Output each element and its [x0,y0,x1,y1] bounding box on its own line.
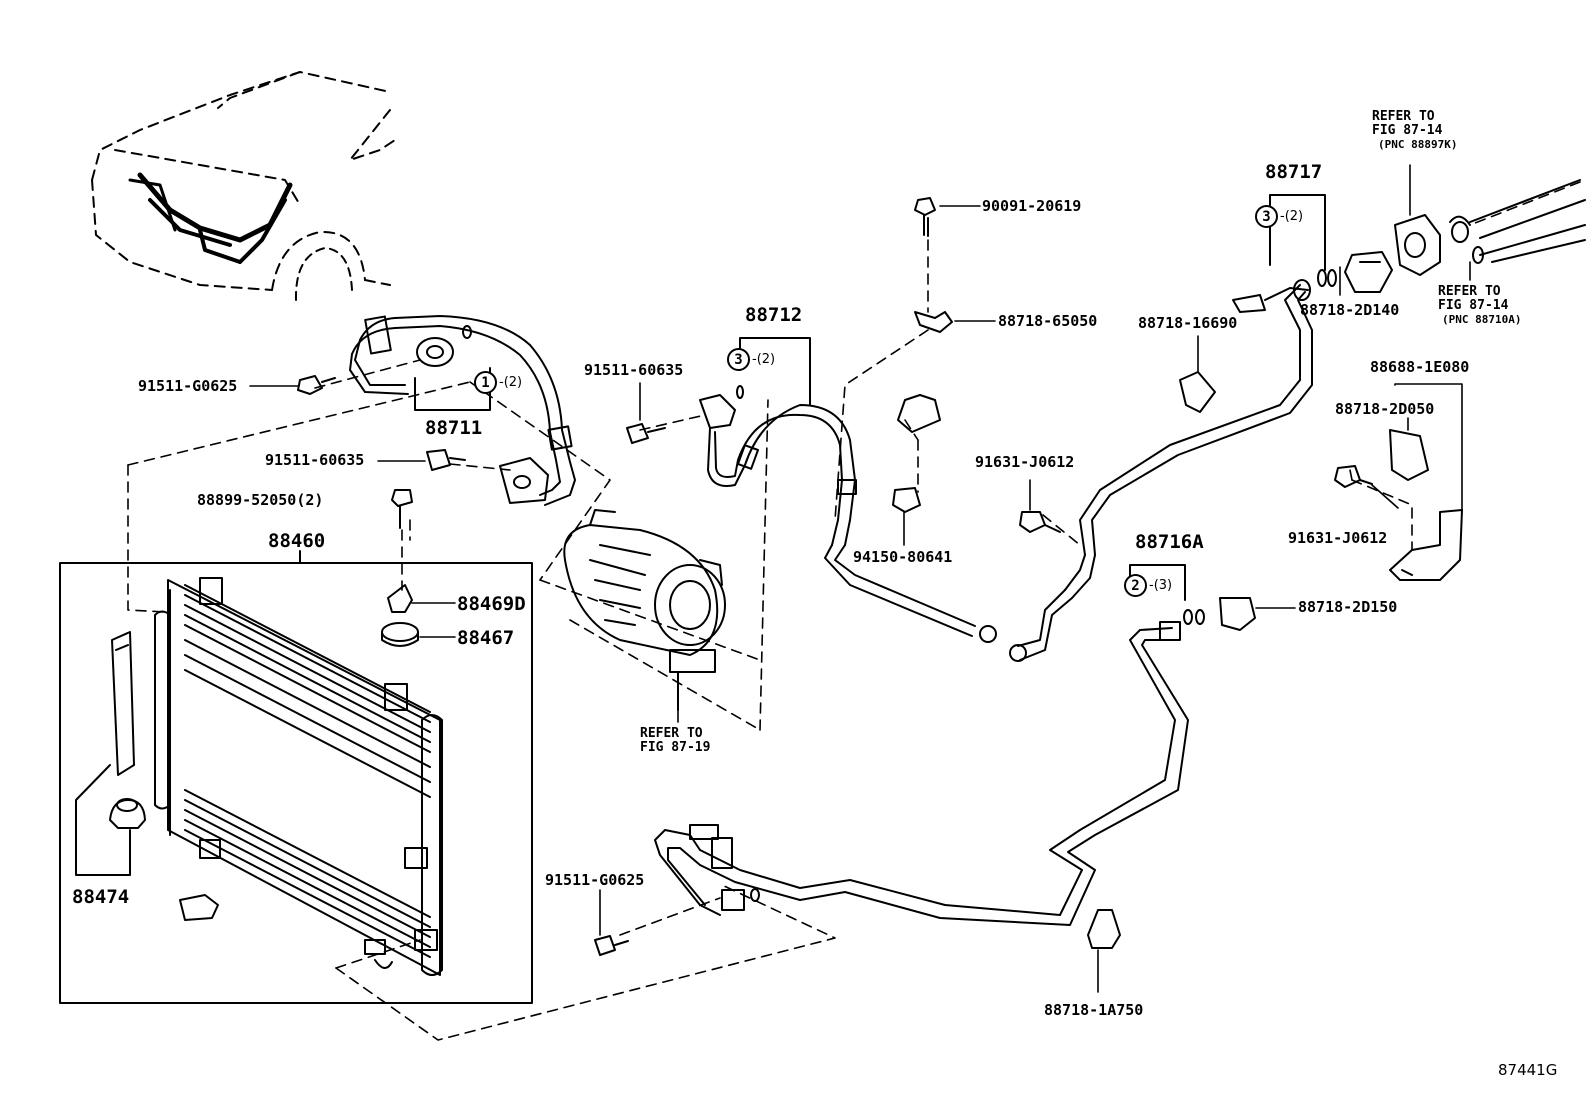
tube-88717 [1079,179,1586,556]
label-94150-80641: 94150-80641 [853,548,953,566]
label-91631-J0612-right: 91631-J0612 [1288,529,1388,547]
refer-a-line3: (PNC 88897K) [1378,138,1458,151]
refer-c-line1: REFER TO [640,726,703,741]
refer-a-line2: FIG 87-14 [1372,123,1443,138]
label-88460: 88460 [268,530,326,552]
refer-a-line1: REFER TO [1372,109,1435,124]
label-88718-2D150: 88718-2D150 [1298,598,1398,616]
dashed-guides [127,181,1581,1041]
label-88474: 88474 [72,886,130,908]
label-88718-2D140: 88718-2D140 [1300,301,1400,319]
callout-1: 1 -(2) [474,371,522,394]
small-parts [297,197,1463,956]
callout-3-tube-number: 3 [1255,205,1278,228]
label-88718-2D050: 88718-2D050 [1335,400,1435,418]
callout-2: 2 -(3) [1124,574,1172,597]
leader-88717 [1269,194,1326,271]
label-88711: 88711 [425,417,483,439]
condenser-assembly [59,550,533,1004]
tube-88716A [654,597,1256,926]
callout-1-number: 1 [474,371,497,394]
label-88467: 88467 [457,627,515,649]
label-88716A: 88716A [1135,531,1204,553]
callout-3-tube: 3 -(2) [1255,205,1303,228]
label-88469D: 88469D [457,593,526,615]
refer-fig-87-14-a: REFER TO FIG 87-14 (PNC 88897K) [1372,110,1457,152]
callout-2-qty: -(3) [1149,578,1173,593]
hose-88711 [349,315,576,506]
refer-fig-87-14-b: REFER TO FIG 87-14 (PNC 88710A) [1438,285,1521,327]
refer-c-line2: FIG 87-19 [640,740,711,755]
label-91631-J0612-mid: 91631-J0612 [975,453,1075,471]
vehicle-outline [91,71,396,301]
refer-fig-87-19: REFER TO FIG 87-19 [640,727,710,755]
refer-b-line3: (PNC 88710A) [1442,313,1522,326]
callout-3-hose: 3 -(2) [727,348,775,371]
callout-2-number: 2 [1124,574,1147,597]
label-88718-16690: 88718-16690 [1138,314,1238,332]
leader-88474 [75,764,131,876]
label-91511-60635-top: 91511-60635 [584,361,684,379]
compressor [563,509,726,711]
leader-lines [249,164,1471,993]
label-88712: 88712 [745,304,803,326]
label-88718-1A750: 88718-1A750 [1044,1001,1144,1019]
callout-3-tube-qty: -(2) [1280,209,1304,224]
label-91511-G0625-bottom: 91511-G0625 [545,871,645,889]
callout-3-hose-qty: -(2) [752,352,776,367]
label-90091-20619: 90091-20619 [982,197,1082,215]
label-88899-52050: 88899-52050(2) [197,491,324,509]
label-88718-65050: 88718-65050 [998,312,1098,330]
diagram-id: 87441G [1498,1061,1558,1079]
label-88717: 88717 [1265,161,1323,183]
hose-88712 [699,385,1096,662]
label-91511-G0625-top: 91511-G0625 [138,377,238,395]
refer-b-line1: REFER TO [1438,284,1501,299]
callout-3-hose-number: 3 [727,348,750,371]
label-91511-60635-left: 91511-60635 [265,451,365,469]
callout-1-qty: -(2) [499,375,523,390]
refer-b-line2: FIG 87-14 [1438,298,1509,313]
label-88688-1E080: 88688-1E080 [1370,358,1470,376]
